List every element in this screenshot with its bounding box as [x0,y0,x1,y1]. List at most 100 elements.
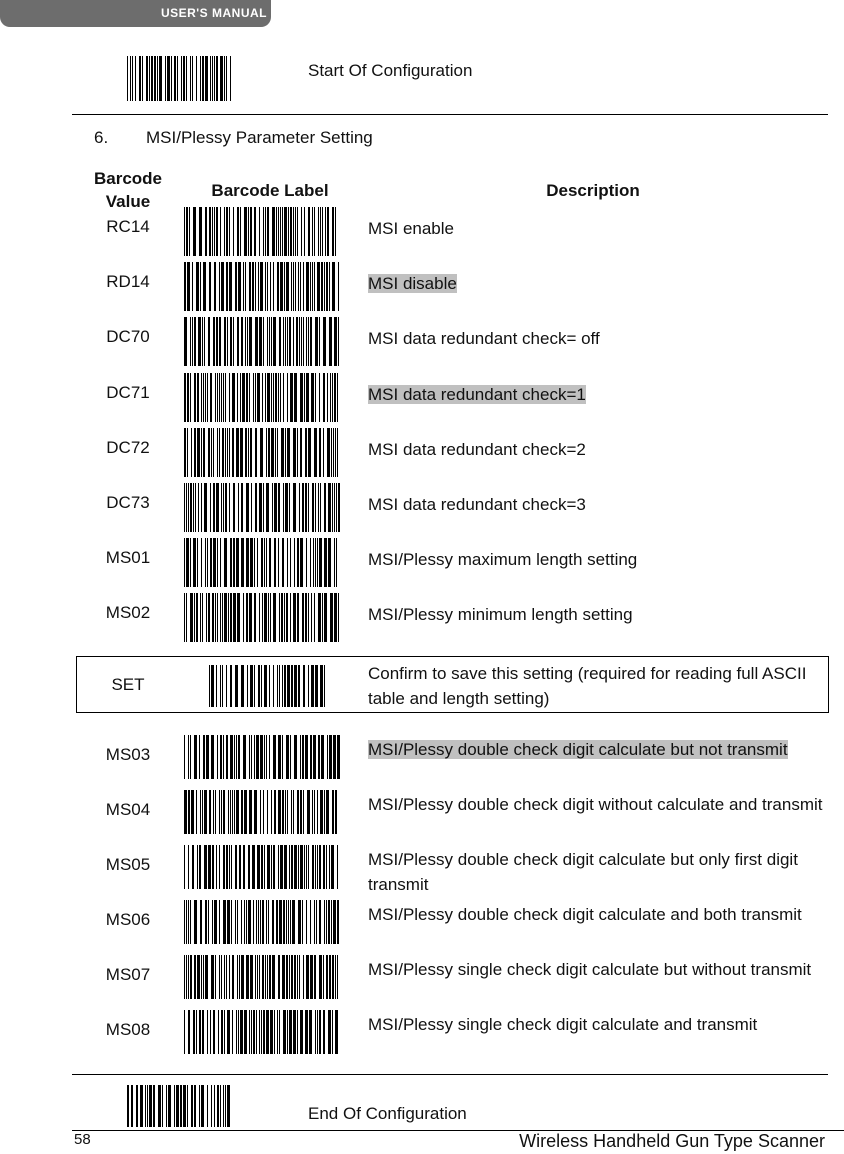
barcode-bar [256,1010,257,1054]
barcode-bar [324,900,325,944]
barcode-bar [290,735,291,779]
barcode-bar [293,262,294,312]
row-code: MS01 [105,548,151,568]
barcode-bar [211,427,212,477]
barcode-bar [307,790,310,834]
barcode-bar [290,207,292,256]
barcode-bar [205,56,208,101]
barcode-bar [312,790,313,834]
row-code: MS05 [105,855,151,874]
barcode-bar [229,427,230,477]
barcode-bar [216,483,219,532]
barcode-bar [334,538,335,588]
barcode-bar [210,483,211,532]
barcode-bar [288,207,289,256]
barcode-bar [281,593,283,643]
barcode-bar [254,207,256,256]
barcode-bar [279,665,280,707]
barcode-bar [286,955,288,999]
barcode-bar [293,317,294,367]
barcode-bar [230,538,232,588]
barcode-bar [248,900,251,944]
barcode-bar [280,262,283,312]
barcode-bar [174,56,176,101]
barcode-bar [253,372,254,422]
barcode-bar [241,955,244,999]
barcode-bar [202,1010,204,1054]
barcode-bar [338,317,339,367]
barcode-bar [194,900,197,944]
barcode-bar [325,665,328,707]
barcode-bar [229,845,230,889]
barcode-bar [191,790,194,834]
barcode-bar [325,207,326,256]
barcode-bar [338,428,339,477]
barcode-bar [281,427,284,477]
barcode-bar [202,317,203,367]
barcode-bar [205,955,208,999]
barcode-bar [304,372,305,422]
barcode-bar [246,538,249,588]
barcode-bar [223,372,224,422]
barcode-bar [324,262,325,312]
barcode-bar [232,955,234,999]
barcode-bar [153,1085,155,1127]
barcode-bar [227,317,228,367]
barcode-bar [274,1010,275,1054]
barcode-bar [299,955,300,999]
barcode-bar [327,207,329,256]
barcode-bar [233,207,234,256]
barcode-bar [184,845,185,889]
barcode-bar [213,790,214,834]
barcode-bar [315,483,316,532]
barcode-bar [279,1010,280,1054]
barcode-bar [310,900,311,944]
barcode-bar [282,207,283,256]
barcode-bar [264,593,267,643]
barcode-bar [254,735,255,779]
barcode-bar [201,538,202,588]
barcode-bar [258,262,259,312]
row-description-text: MSI/Plessy double check digit calculate … [368,740,788,759]
barcode-bar [232,790,233,834]
barcode-bar [207,1085,208,1127]
row-code: MS03 [105,745,151,764]
barcode-bar [280,207,281,256]
row-description-text: MSI disable [368,274,457,294]
barcode-bar [273,317,276,367]
barcode-bar [184,483,185,532]
barcode-bar [226,207,228,256]
barcode-bar [332,790,334,834]
barcode-bar [187,372,189,422]
barcode-bar [337,372,338,422]
barcode-bar [205,900,207,944]
barcode-bar [260,735,263,779]
barcode-bar [240,207,241,256]
barcode-bar [259,593,260,643]
barcode-bar [209,665,210,707]
barcode-bar [289,1010,292,1054]
barcode-bar [283,372,284,422]
barcode-bar [319,538,322,588]
barcode-bar [201,1085,204,1127]
barcode-bar [313,735,316,779]
barcode-bar [212,207,213,256]
barcode-bar [289,483,290,532]
barcode-bar [318,207,319,256]
row-description-text: MSI/Plessy double check digit calculate … [368,850,798,894]
barcode-bar [315,538,316,588]
barcode-bar [219,845,220,889]
barcode-bar [217,1085,219,1127]
barcode-bar [235,900,236,944]
bottom-divider [72,1074,828,1075]
barcode-bar [194,317,196,367]
barcode-bar [244,207,247,256]
barcode-bar [305,1010,308,1054]
footer-divider [72,1130,844,1131]
barcode-bar [248,207,249,256]
barcode-bar [267,317,268,367]
row-description-text: MSI/Plessy single check digit calculate … [368,1015,758,1034]
barcode-bar [312,262,313,312]
barcode-bar [183,56,185,101]
barcode-bar [295,262,296,312]
